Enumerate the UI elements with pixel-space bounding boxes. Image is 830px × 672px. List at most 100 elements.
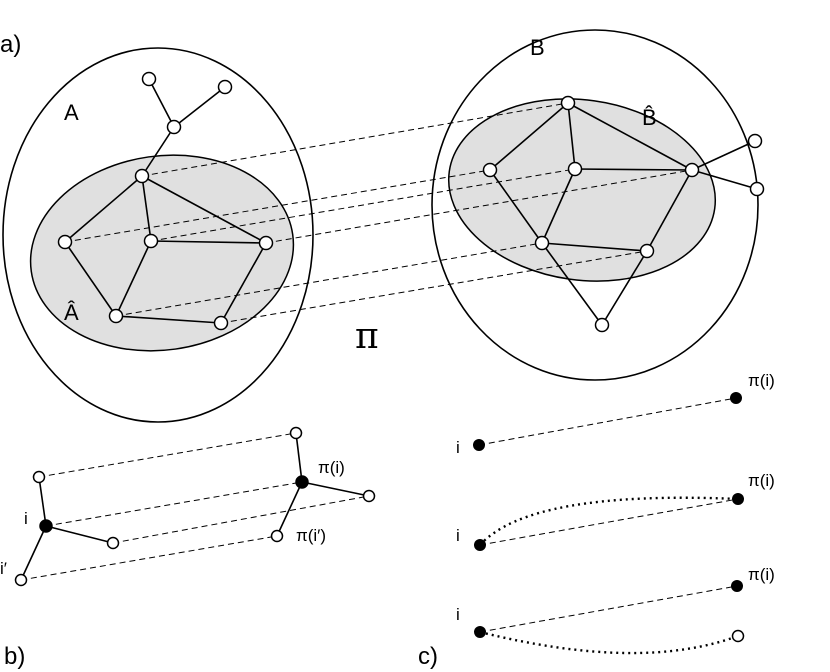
panel-a-label: a): [0, 31, 21, 58]
node: [141, 71, 157, 87]
edge: [173, 86, 226, 128]
edge: [541, 242, 603, 326]
node: [534, 235, 550, 251]
correspondence-line: [115, 242, 543, 317]
edge: [489, 169, 543, 244]
edge: [38, 476, 47, 527]
graph-a-edges: [64, 78, 267, 324]
edge: [691, 169, 758, 190]
edge: [45, 525, 114, 544]
graph-b-label: B: [530, 35, 545, 60]
node-i: [39, 519, 53, 533]
node: [289, 426, 303, 440]
correspondence-line: [478, 397, 737, 446]
label-i-prime: i′: [0, 559, 7, 578]
panel-c: c) i π(i) i π(i) i π(i): [418, 371, 775, 670]
subgraph-a-hat-label: Â: [64, 300, 79, 325]
edge: [141, 175, 267, 244]
correspondence-lines: [64, 102, 693, 324]
edge: [115, 240, 152, 317]
panel-b-nodes: [14, 426, 376, 587]
edge: [489, 102, 569, 171]
edge: [691, 140, 756, 171]
node: [594, 317, 610, 333]
node: [258, 235, 274, 251]
correspondence-line: [38, 432, 297, 478]
edge: [64, 175, 143, 243]
correspondence-line: [112, 495, 370, 544]
node: [482, 162, 498, 178]
graph-a-label: A: [64, 100, 79, 125]
node: [108, 308, 124, 324]
node: [213, 315, 229, 331]
node-i: [474, 539, 486, 551]
edge: [646, 169, 693, 252]
label-i: i: [456, 438, 460, 457]
node: [684, 162, 700, 178]
graph-b-nodes: [482, 95, 765, 333]
edge: [567, 102, 576, 170]
edge: [276, 481, 303, 537]
node: [731, 629, 745, 643]
edge: [295, 432, 303, 483]
panel-b-edges: [20, 432, 370, 581]
label-pi-i: π(i): [748, 565, 775, 584]
dotted-path: [479, 496, 739, 546]
node-i: [473, 439, 485, 451]
subgraph-b-hat-region: [447, 98, 717, 282]
node-pi-i-prime: [270, 529, 284, 543]
label-pi-i: π(i): [318, 458, 345, 477]
panel-c-row-3: i π(i): [456, 565, 775, 655]
panel-a: a) A Â B B̂ π: [0, 29, 765, 423]
subgraph-a-hat-region: [29, 154, 295, 352]
correspondence-line: [64, 169, 491, 243]
label-i: i: [24, 509, 28, 528]
edge: [148, 78, 175, 128]
node: [32, 470, 46, 484]
correspondence-line: [220, 250, 648, 324]
edge: [20, 525, 47, 581]
correspondence-line: [141, 102, 569, 177]
node-pi-i: [730, 392, 742, 404]
edge: [574, 168, 693, 171]
node-i-prime: [14, 573, 28, 587]
panel-b: b) i i′ π(i) π(i′): [0, 426, 376, 670]
panel-c-row-2: i π(i): [456, 471, 775, 551]
label-pi-i: π(i): [748, 471, 775, 490]
edge: [141, 175, 152, 242]
edge: [150, 240, 267, 244]
correspondence-line: [265, 169, 693, 244]
node-i: [474, 626, 486, 638]
panel-b-correspondence-lines: [20, 432, 370, 581]
label-pi-i-prime: π(i′): [296, 526, 326, 545]
node: [749, 181, 765, 197]
node-pi-i: [732, 493, 744, 505]
subgraph-b-hat-label: B̂: [642, 105, 657, 130]
edge: [541, 168, 576, 244]
edge: [115, 315, 222, 324]
node: [567, 161, 583, 177]
node: [143, 233, 159, 249]
correspondence-line: [479, 498, 739, 546]
edge: [220, 242, 267, 324]
edge: [64, 241, 117, 317]
node: [166, 119, 182, 135]
label-i: i: [456, 605, 460, 624]
node: [106, 536, 120, 550]
correspondence-line: [45, 481, 303, 527]
edge: [601, 250, 648, 326]
edge: [301, 481, 370, 497]
node: [57, 234, 73, 250]
panel-b-label: b): [4, 643, 25, 670]
graph-b-boundary: [431, 29, 759, 381]
graph-b-edges: [489, 102, 758, 326]
correspondence-line: [479, 585, 738, 633]
node: [362, 489, 376, 503]
node: [639, 243, 655, 259]
edge: [567, 102, 693, 171]
node: [134, 168, 150, 184]
correspondence-line: [150, 168, 576, 242]
edge: [541, 242, 648, 252]
node: [747, 133, 763, 149]
